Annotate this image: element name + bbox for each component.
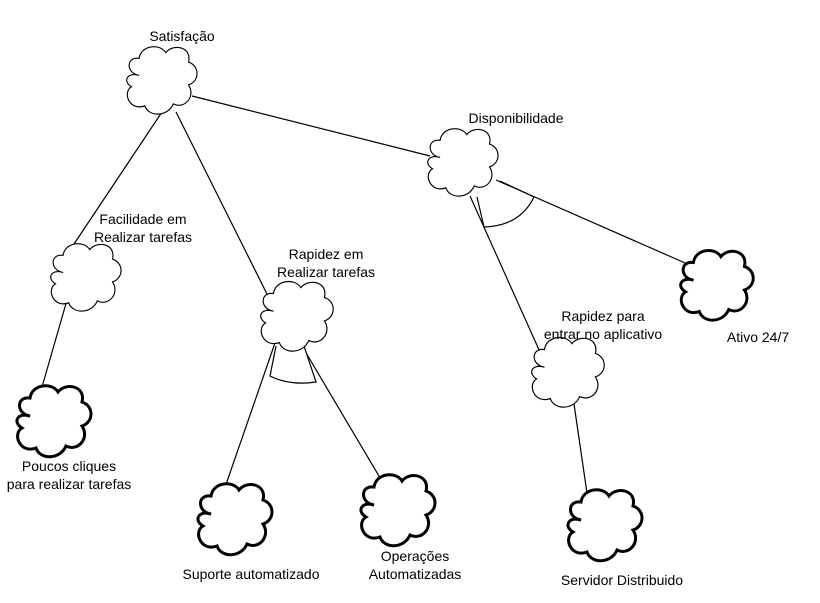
- label-line: Disponibilidade: [468, 110, 564, 126]
- label-rapidez-app: Rapidez para entrar no aplicativo: [544, 307, 662, 343]
- cloud-disponibilidade: [427, 128, 499, 197]
- label-line: Ativo 24/7: [726, 329, 790, 345]
- edge-disponibilidade-rapidez-app: [469, 195, 541, 353]
- label-facilidade: Facilidade em Realizar tarefas: [94, 210, 192, 246]
- label-servidor: Servidor Distribuido: [561, 571, 683, 589]
- edge-satisfacao-facilidade: [69, 111, 163, 251]
- edges-layer: [39, 95, 693, 501]
- and-arc-disponibilidade: [476, 180, 535, 228]
- edge-facilidade-poucos-cliques: [39, 299, 68, 395]
- label-line: Automatizadas: [368, 566, 462, 582]
- label-disponibilidade: Disponibilidade: [469, 109, 564, 127]
- cloud-rapidez-tarefas: [260, 280, 334, 352]
- cloud-ativo: [679, 249, 755, 322]
- cloud-satisfacao: [126, 46, 198, 115]
- label-satisfacao: Satisfação: [149, 27, 214, 45]
- label-line: Rapidez para: [561, 308, 645, 324]
- label-line: Realizar tarefas: [93, 229, 193, 245]
- label-ativo: Ativo 24/7: [727, 328, 789, 346]
- cloud-rapidez-app: [531, 336, 605, 408]
- label-line: Servidor Distribuido: [560, 572, 684, 588]
- label-line: Suporte automatizado: [182, 566, 320, 582]
- edge-rapidez-app-servidor: [573, 403, 589, 501]
- edge-rapidez-tarefas-operacoes: [301, 345, 387, 489]
- label-line: para realizar tarefas: [6, 476, 132, 492]
- edge-satisfacao-disponibilidade: [191, 95, 431, 157]
- and-arc-rapidez-tarefas: [269, 345, 317, 384]
- label-poucos-cliques: Poucos cliques para realizar tarefas: [7, 457, 132, 493]
- cloud-servidor: [566, 488, 644, 563]
- label-line: Rapidez em: [288, 246, 364, 262]
- label-line: Operações: [380, 548, 450, 564]
- label-line: Satisfação: [149, 28, 215, 44]
- label-line: entrar no aplicativo: [543, 326, 663, 342]
- edge-rapidez-tarefas-suporte: [221, 339, 277, 497]
- label-line: Poucos cliques: [21, 458, 117, 474]
- label-rapidez-tarefas: Rapidez em Realizar tarefas: [277, 245, 375, 281]
- edge-satisfacao-rapidez-tarefas: [175, 111, 271, 301]
- cloud-suporte: [196, 482, 274, 557]
- label-line: Facilidade em: [99, 211, 187, 227]
- cloud-poucos-cliques: [15, 384, 93, 459]
- label-suporte: Suporte automatizado: [183, 565, 320, 583]
- label-line: Realizar tarefas: [276, 264, 376, 280]
- label-operacoes: Operações Automatizadas: [369, 547, 462, 583]
- cloud-operacoes: [359, 473, 437, 548]
- cloud-facilidade: [50, 243, 122, 312]
